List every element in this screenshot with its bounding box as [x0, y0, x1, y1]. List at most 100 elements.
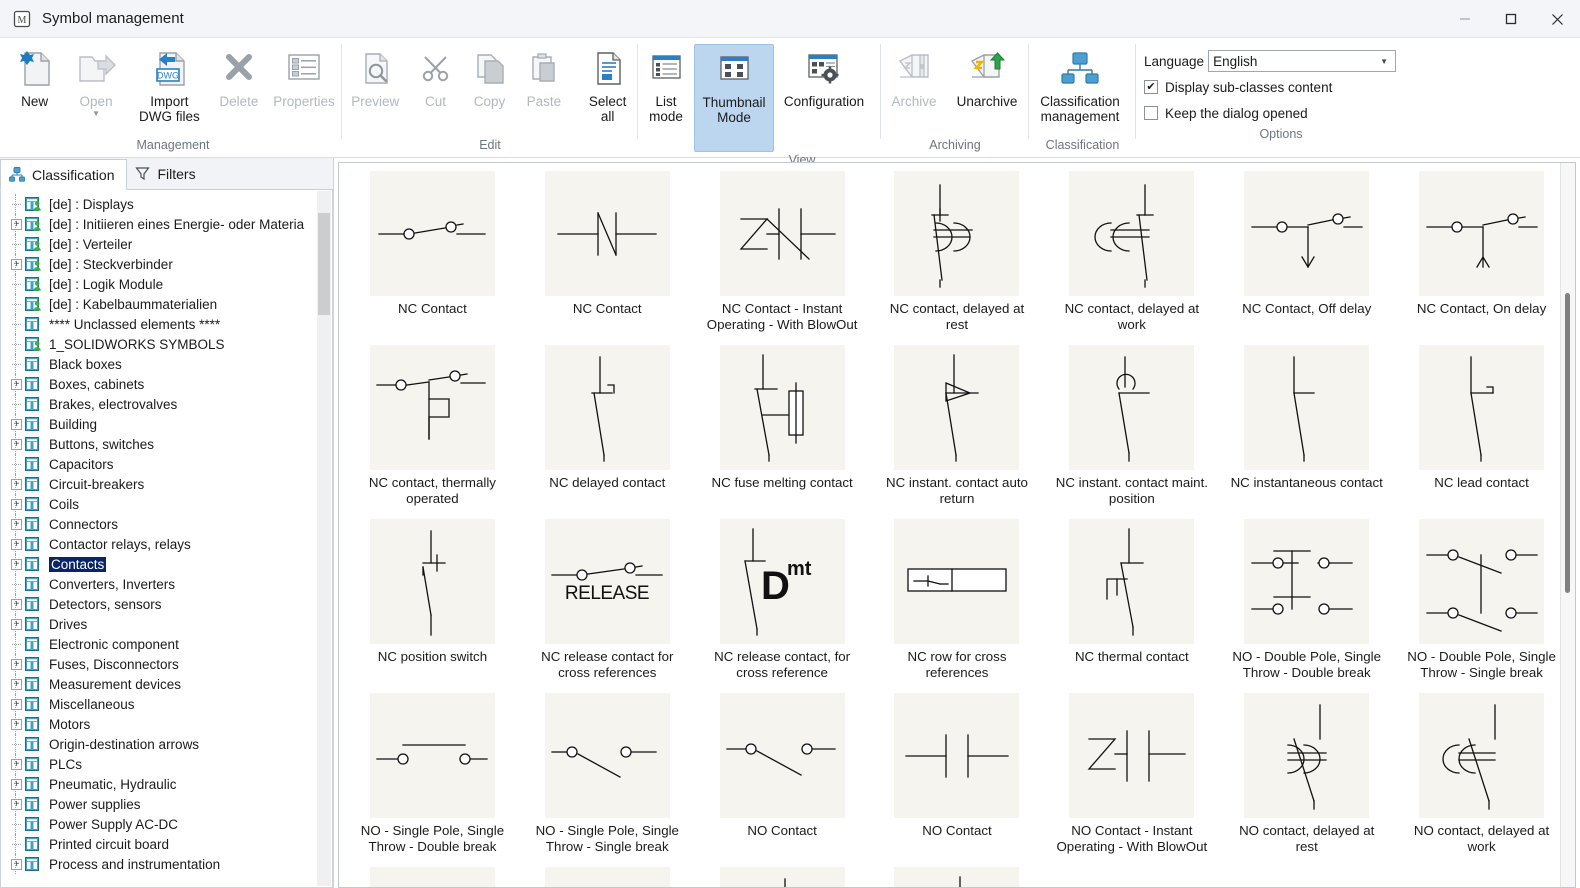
symbol-thumbnail[interactable]	[1419, 519, 1545, 644]
tree-item[interactable]: +Miscellaneous	[1, 694, 332, 714]
symbol-cell[interactable]: NC contact, delayed at rest	[870, 171, 1045, 345]
tree-item[interactable]: +[de] : Steckverbinder	[1, 254, 332, 274]
symbol-thumbnail[interactable]	[719, 171, 845, 296]
symbol-thumbnail[interactable]	[719, 867, 845, 887]
symbol-thumbnail[interactable]	[894, 171, 1020, 296]
tree-expander-icon[interactable]: +	[11, 718, 22, 730]
symbol-cell[interactable]: NO Contact - Instant Operating - With Bl…	[1044, 693, 1219, 867]
tree-item[interactable]: +Drives	[1, 614, 332, 634]
tree-item[interactable]: +Contactor relays, relays	[1, 534, 332, 554]
symbol-thumbnail[interactable]	[369, 867, 495, 887]
symbol-cell[interactable]: NC instant. contact auto return	[870, 345, 1045, 519]
symbol-thumbnail[interactable]	[544, 345, 670, 470]
symbol-thumbnail[interactable]	[894, 345, 1020, 470]
new-button[interactable]: New	[4, 44, 65, 109]
symbol-thumbnail[interactable]	[719, 693, 845, 818]
tree-expander-icon[interactable]: +	[11, 678, 22, 690]
tree-expander-icon[interactable]: +	[11, 518, 22, 530]
keep-dialog-open-checkbox[interactable]	[1144, 106, 1158, 120]
symbol-grid-scrollbar-thumb[interactable]	[1565, 293, 1570, 593]
properties-button[interactable]: Properties	[266, 44, 342, 109]
symbol-thumbnail[interactable]	[894, 519, 1020, 644]
symbol-cell[interactable]: NC lead contact	[1394, 345, 1569, 519]
symbol-cell[interactable]: NC position switch	[345, 519, 520, 693]
tree-item[interactable]: [de] : Verteiler	[1, 234, 332, 254]
tree-scrollbar[interactable]	[317, 191, 331, 886]
symbol-thumbnail[interactable]	[1069, 519, 1195, 644]
select-all-button[interactable]: Select all	[577, 44, 638, 124]
close-button[interactable]	[1534, 0, 1580, 38]
tree-item[interactable]: +[de] : Initiieren eines Energie- oder M…	[1, 214, 332, 234]
delete-button[interactable]: Delete	[212, 44, 266, 109]
symbol-thumbnail[interactable]	[1419, 171, 1545, 296]
tree-expander-icon[interactable]: +	[11, 478, 22, 490]
symbol-thumbnail[interactable]	[544, 693, 670, 818]
symbol-grid-scrollbar[interactable]	[1560, 163, 1575, 887]
tree-item[interactable]: Printed circuit board	[1, 834, 332, 854]
symbol-thumbnail[interactable]	[369, 519, 495, 644]
tree-expander-icon[interactable]: +	[11, 538, 22, 550]
symbol-thumbnail[interactable]	[1244, 345, 1370, 470]
tree-expander-icon[interactable]: +	[11, 698, 22, 710]
open-button[interactable]: Open ▼	[65, 44, 126, 118]
symbol-cell[interactable]: NO - Double Pole, Single Throw - Single …	[1394, 519, 1569, 693]
import-dwg-button[interactable]: DWG Import DWG files	[127, 44, 212, 124]
tree-expander-icon[interactable]: +	[11, 218, 22, 230]
tree-expander-icon[interactable]: +	[11, 758, 22, 770]
symbol-thumbnail[interactable]	[369, 345, 495, 470]
symbol-cell[interactable]: NC Contact	[520, 171, 695, 345]
symbol-cell[interactable]: NC Contact, Off delay	[1219, 171, 1394, 345]
tree-item[interactable]: +Pneumatic, Hydraulic	[1, 774, 332, 794]
symbol-cell[interactable]: NC delayed contact	[520, 345, 695, 519]
tree-expander-icon[interactable]: +	[11, 658, 22, 670]
symbol-cell[interactable]: NC thermal contact	[1044, 519, 1219, 693]
tab-classification[interactable]: Classification	[0, 159, 128, 190]
chevron-down-icon[interactable]: ▼	[92, 109, 101, 118]
language-select[interactable]: English ▼	[1208, 50, 1397, 72]
configuration-button[interactable]: Configuration	[774, 44, 874, 109]
symbol-cell[interactable]: NC fuse melting contact	[695, 345, 870, 519]
symbol-thumbnail[interactable]	[544, 171, 670, 296]
copy-button[interactable]: Copy	[463, 44, 517, 109]
classification-tree[interactable]: [de] : Displays+[de] : Initiieren eines …	[0, 190, 333, 888]
cut-button[interactable]: Cut	[409, 44, 463, 109]
display-subclasses-checkbox[interactable]: ✔	[1144, 80, 1158, 94]
symbol-cell[interactable]: NC Contact - Instant Operating - With Bl…	[695, 171, 870, 345]
symbol-cell[interactable]: NC Contact	[345, 171, 520, 345]
symbol-cell[interactable]: NO Contact	[695, 693, 870, 867]
preview-button[interactable]: Preview	[342, 44, 409, 109]
tree-item[interactable]: +Motors	[1, 714, 332, 734]
symbol-cell[interactable]: NO Contact	[870, 693, 1045, 867]
paste-button[interactable]: Paste	[517, 44, 572, 109]
tab-filters[interactable]: Filters	[127, 158, 207, 189]
symbol-cell[interactable]: NC instant. contact maint. position	[1044, 345, 1219, 519]
symbol-cell[interactable]: NO contact, On delay	[520, 867, 695, 887]
tree-item[interactable]: +Boxes, cabinets	[1, 374, 332, 394]
tree-item[interactable]: +Coils	[1, 494, 332, 514]
tree-expander-icon[interactable]: +	[11, 498, 22, 510]
symbol-thumbnail[interactable]	[1244, 693, 1370, 818]
symbol-cell[interactable]: NC contact, thermally operated	[345, 345, 520, 519]
symbol-thumbnail[interactable]	[1244, 519, 1370, 644]
tree-scrollbar-thumb[interactable]	[318, 213, 330, 315]
symbol-thumbnail[interactable]	[369, 693, 495, 818]
archive-button[interactable]: Archive	[881, 44, 947, 109]
symbol-thumbnail[interactable]	[1244, 171, 1370, 296]
symbol-cell[interactable]: NC instantaneous contact	[1219, 345, 1394, 519]
symbol-thumbnail[interactable]	[894, 867, 1020, 887]
tree-item[interactable]: +Circuit-breakers	[1, 474, 332, 494]
tree-item[interactable]: +Fuses, Disconnectors	[1, 654, 332, 674]
symbol-thumbnail[interactable]	[719, 345, 845, 470]
maximize-button[interactable]	[1488, 0, 1534, 38]
symbol-cell[interactable]: NO - Single Pole, Single Throw - Single …	[520, 693, 695, 867]
symbol-thumbnail[interactable]	[894, 693, 1020, 818]
tree-expander-icon[interactable]: +	[11, 558, 22, 570]
tree-expander-icon[interactable]: +	[11, 858, 22, 870]
symbol-cell[interactable]: NO contact, Off Delay	[345, 867, 520, 887]
symbol-thumbnail[interactable]	[1069, 345, 1195, 470]
tree-expander-icon[interactable]: +	[11, 378, 22, 390]
tree-expander-icon[interactable]: +	[11, 618, 22, 630]
